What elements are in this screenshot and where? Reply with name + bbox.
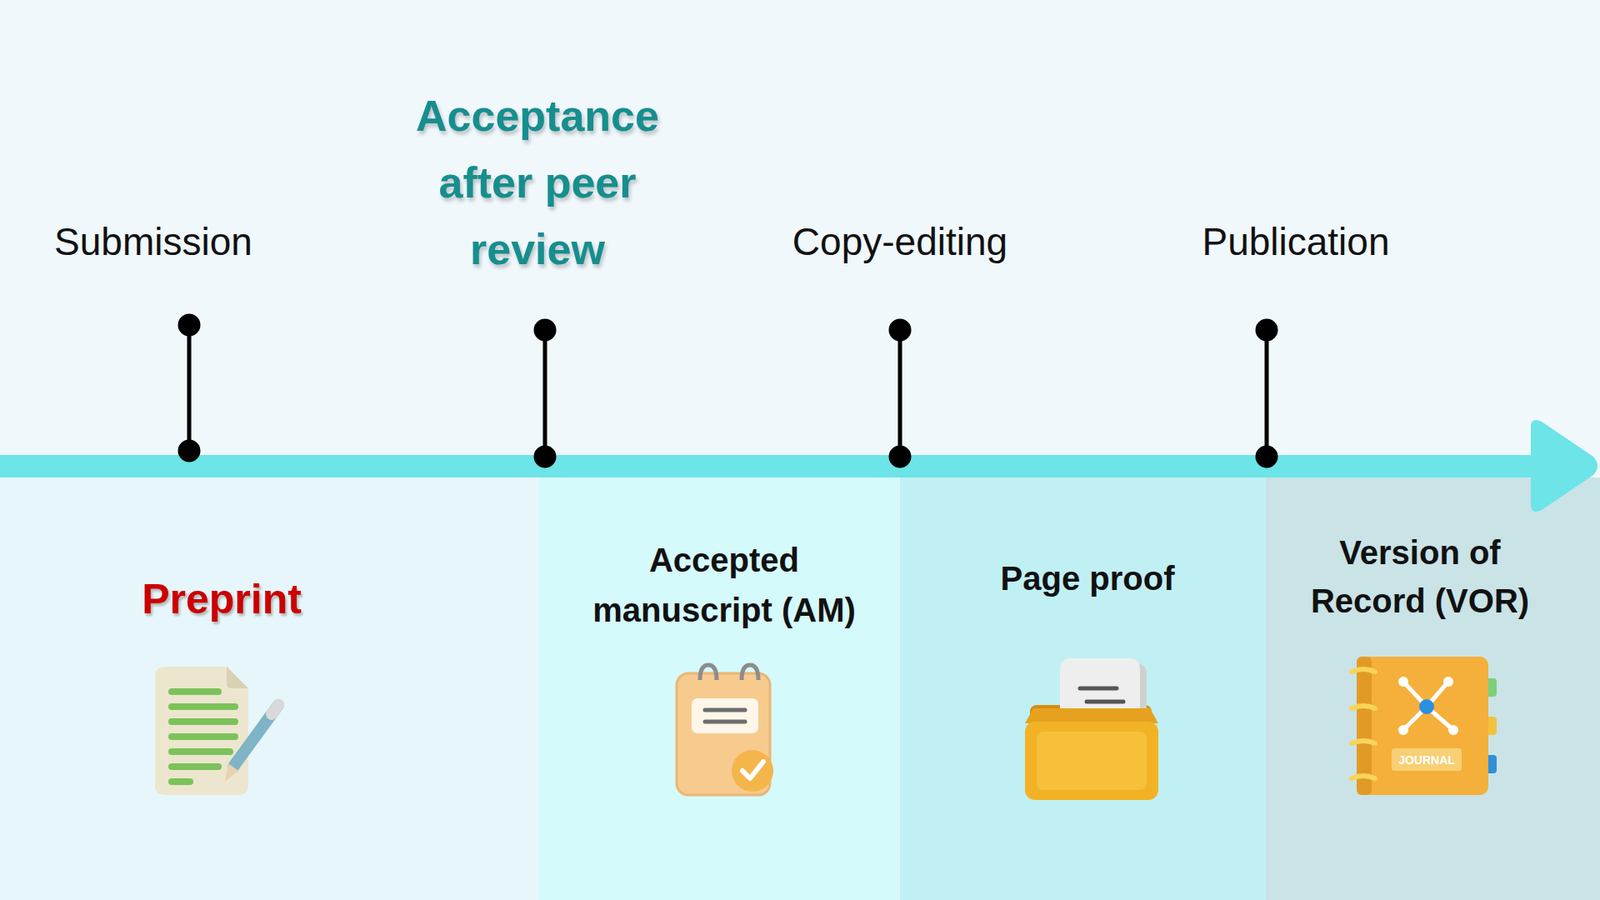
milestone-label: Submission bbox=[0, 219, 320, 265]
stage-name: Version of Record (VOR) bbox=[1295, 528, 1545, 625]
journal-plate-text: JOURNAL bbox=[1389, 753, 1465, 768]
milestone-label: Copy-editing bbox=[733, 219, 1067, 265]
manuscript-icon bbox=[676, 665, 774, 795]
stage-band: Preprint bbox=[0, 477, 540, 900]
stage-name: Preprint bbox=[55, 574, 389, 625]
journal-icon bbox=[1351, 656, 1497, 795]
stage-name: Accepted manuscript (AM) bbox=[570, 535, 879, 635]
milestone-label: Acceptance after peer review bbox=[412, 82, 663, 283]
milestone-label: Publication bbox=[1129, 219, 1463, 265]
tick-marks bbox=[180, 315, 1276, 466]
timeline-bar bbox=[0, 455, 1542, 478]
stage-name: Page proof bbox=[920, 558, 1255, 599]
